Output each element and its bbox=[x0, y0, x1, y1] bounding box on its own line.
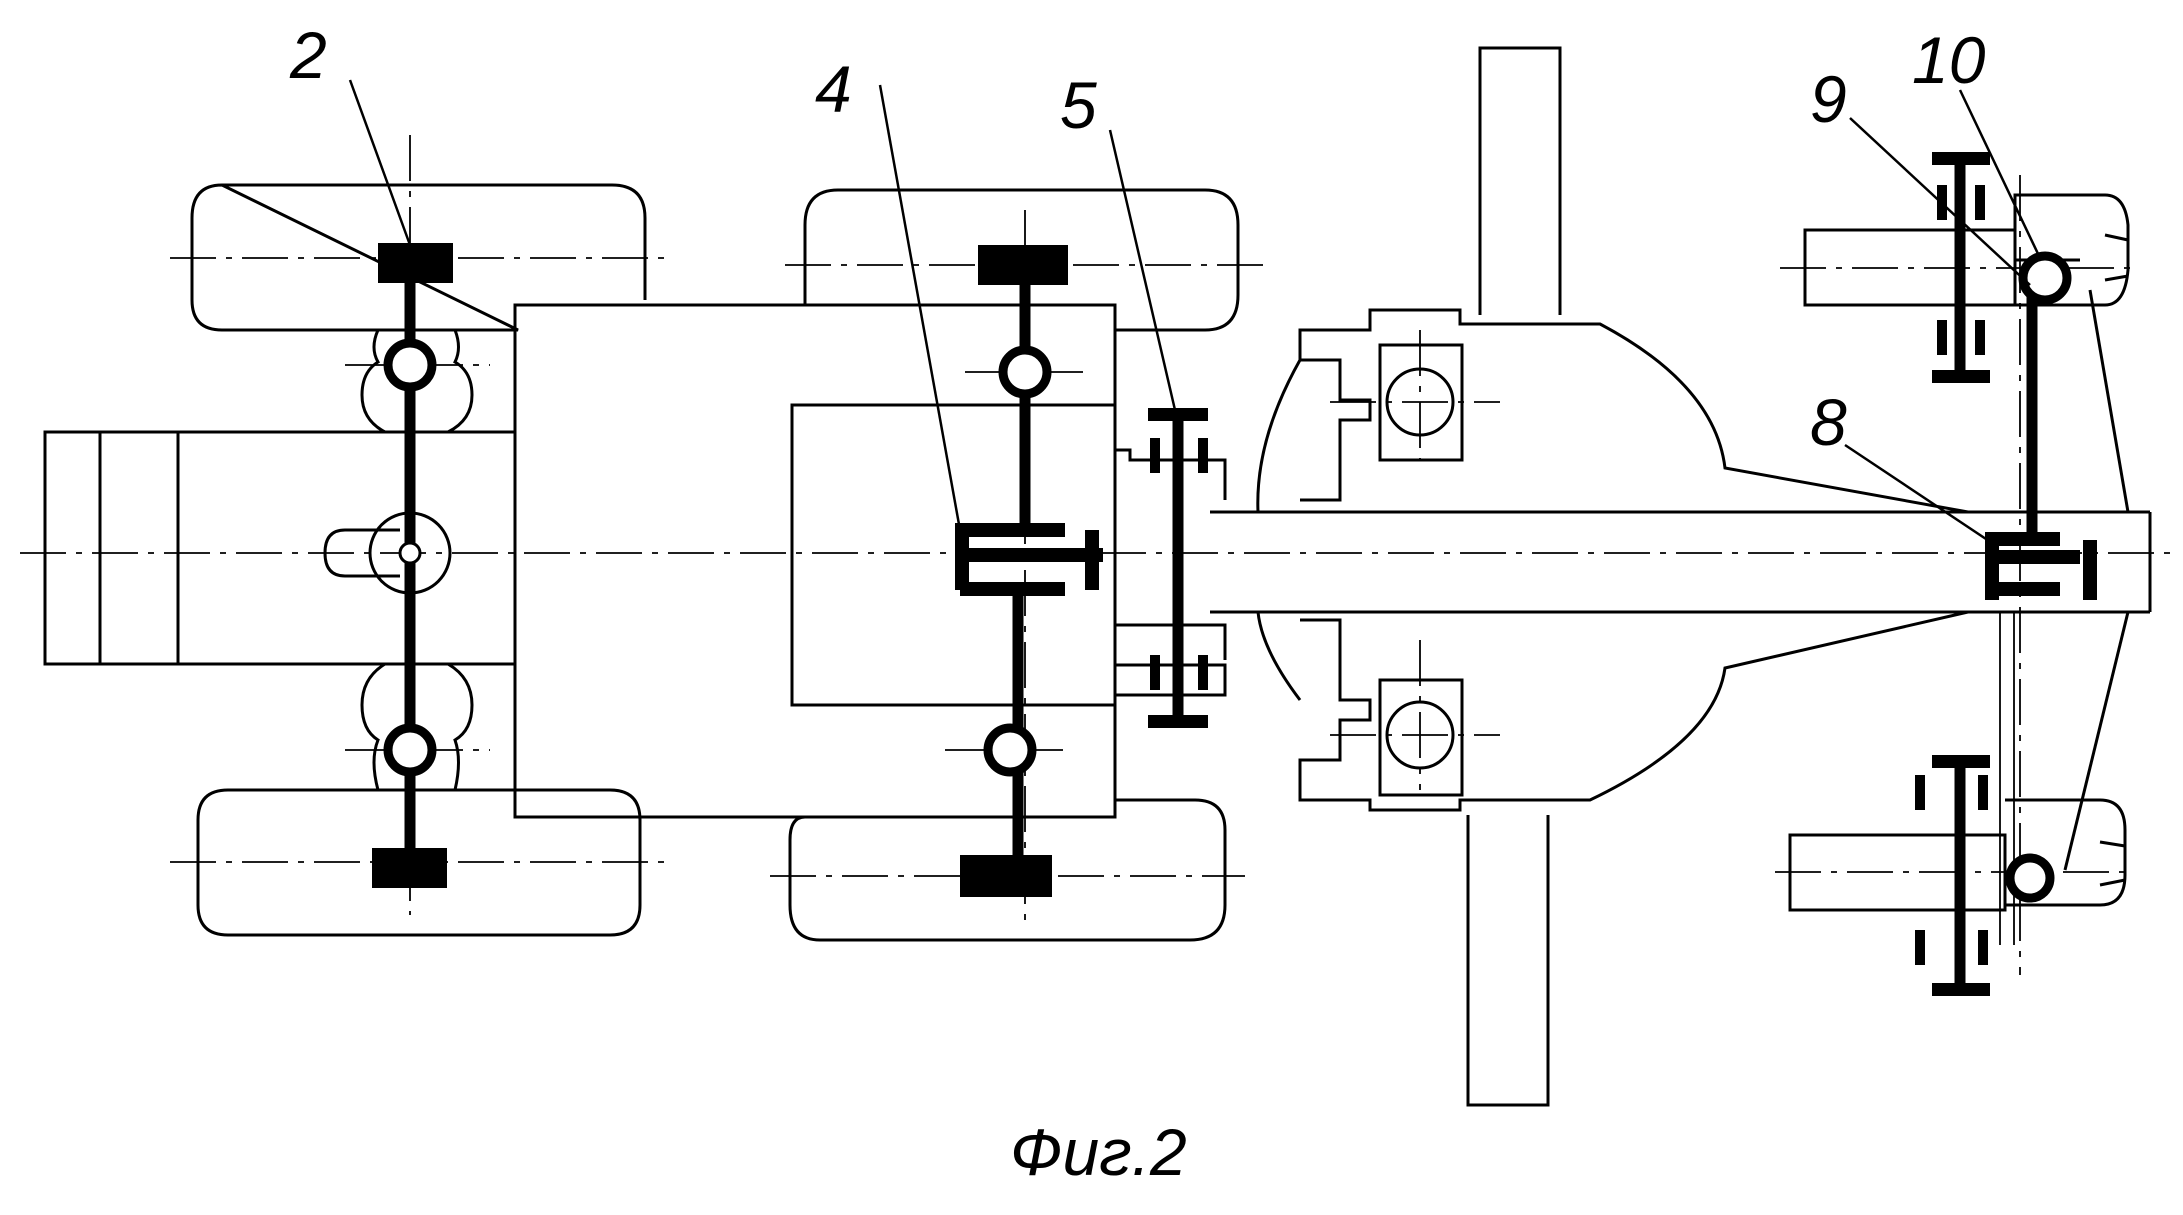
front-wheel-bottom bbox=[196, 788, 642, 937]
label-10: 10 bbox=[1912, 23, 1986, 97]
label-5: 5 bbox=[1060, 68, 1097, 142]
pto-support bbox=[1113, 448, 1227, 697]
rotor-housing bbox=[1256, 322, 1969, 802]
pto-gear bbox=[1148, 408, 1208, 728]
rear-axle-drive bbox=[955, 245, 1103, 897]
lower-output-drive bbox=[1915, 755, 2055, 996]
rotor-drive-gear bbox=[1985, 532, 2097, 600]
rear-wheel-top bbox=[803, 188, 1240, 332]
label-9: 9 bbox=[1810, 62, 1847, 136]
rotor-blade bbox=[1466, 46, 1562, 1107]
label-8: 8 bbox=[1810, 385, 1847, 459]
front-knuckle-top bbox=[360, 329, 474, 434]
front-axle-drive bbox=[372, 243, 453, 888]
output-stub-top bbox=[1803, 193, 2130, 307]
front-knuckle-bottom bbox=[360, 662, 474, 791]
front-wheel-top bbox=[190, 183, 647, 332]
label-4: 4 bbox=[815, 52, 852, 126]
rear-wheel-bottom bbox=[788, 798, 1227, 942]
upper-output-drive bbox=[1932, 152, 2072, 540]
main-shaft bbox=[1210, 510, 2152, 614]
bearing-bottom bbox=[1298, 618, 1545, 812]
label-2: 2 bbox=[289, 18, 327, 92]
bearing-top bbox=[1298, 308, 1545, 502]
figure-caption: Фиг.2 bbox=[1010, 1115, 1187, 1189]
gearbox-housing bbox=[790, 403, 1117, 707]
leader-lines bbox=[348, 79, 2042, 547]
engine-block bbox=[43, 430, 517, 666]
